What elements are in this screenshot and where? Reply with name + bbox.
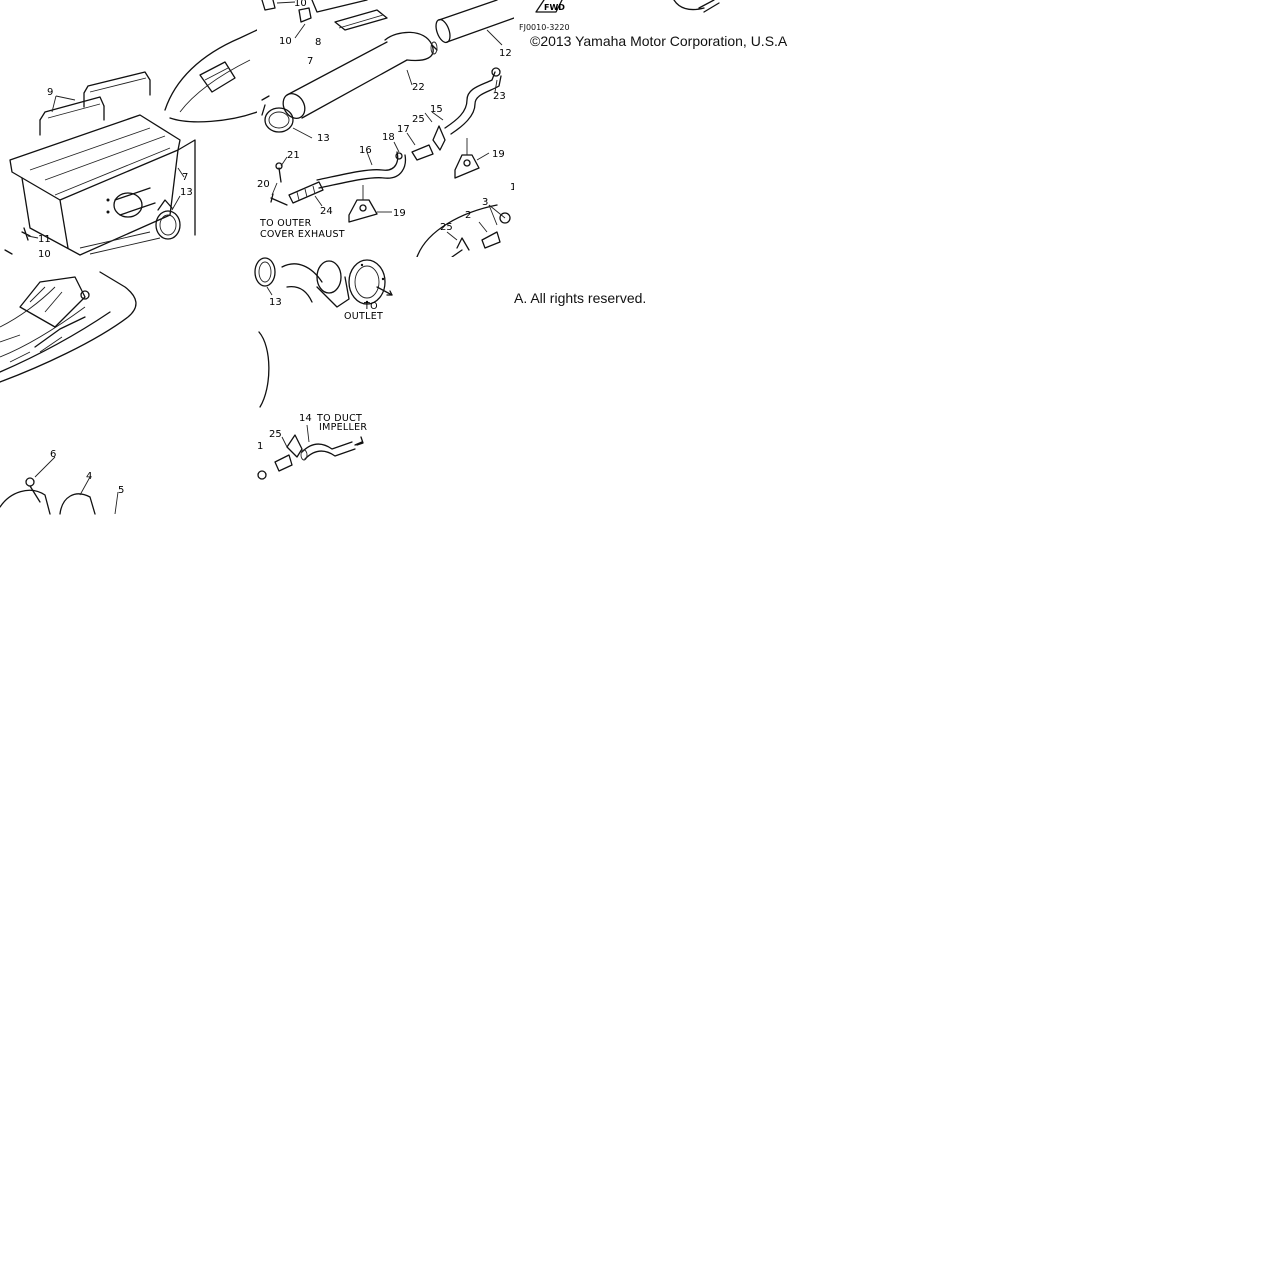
callout-8: 8	[315, 37, 321, 48]
tile-outlet-duct: 13 TO OUTLET 14 TO DUCT IMPELLER 25 1	[254, 257, 514, 514]
callout-20: 20	[257, 179, 270, 190]
callout-17: 17	[397, 124, 410, 135]
caption-outlet-1: TO	[363, 301, 378, 312]
callout-22: 22	[412, 82, 425, 93]
tile-copyright: A. All rights reserved.	[514, 257, 771, 514]
callout-19: 19	[492, 149, 505, 160]
callout-13b: 13	[317, 133, 330, 144]
callout-14: 14	[299, 413, 312, 424]
caption-outlet-2: OUTLET	[344, 311, 383, 322]
callout-7b: 7	[307, 56, 313, 67]
callout-1: 1	[510, 182, 516, 193]
tile-exhaust-pipes: 10 10 8 7 12 22 23 15 25 17 18 13 16 19 …	[257, 0, 516, 258]
callout-4: 4	[86, 471, 92, 482]
caption-outer-exhaust-1: TO OUTER	[259, 218, 312, 229]
callout-18: 18	[382, 132, 395, 143]
callout-16: 16	[359, 145, 372, 156]
callout-6: 6	[50, 449, 56, 460]
callout-5: 5	[118, 485, 124, 496]
callout-1b: 1	[257, 441, 263, 452]
callout-25: 25	[412, 114, 425, 125]
callout-15: 15	[430, 104, 443, 115]
callout-3: 3	[482, 197, 488, 208]
callout-24: 24	[320, 206, 333, 217]
callout-7: 7	[182, 172, 188, 183]
tile-hull: 6 4 5	[0, 257, 257, 515]
callout-13c: 13	[269, 297, 282, 308]
callout-25b: 25	[440, 222, 453, 233]
callout-10b: 10	[279, 36, 292, 47]
callout-19b: 19	[393, 208, 406, 219]
callout-11: 11	[38, 234, 51, 245]
callout-10a: 10	[294, 0, 307, 9]
callout-12: 12	[499, 48, 512, 59]
tile-muffler-box: 9 13 7 11 10	[0, 0, 258, 260]
callout-9: 9	[47, 87, 53, 98]
copyright-line-1: ©2013 Yamaha Motor Corporation, U.S.A	[530, 33, 788, 49]
callout-2: 2	[465, 210, 471, 221]
copyright-line-2: A. All rights reserved.	[514, 290, 647, 306]
callout-21: 21	[287, 150, 300, 161]
callout-13: 13	[180, 187, 193, 198]
caption-outer-exhaust-2: COVER EXHAUST	[260, 229, 345, 240]
caption-duct-2: IMPELLER	[319, 422, 367, 433]
tile-fwd-area: FWD FJ0010-3220 ©2013 Yamaha Motor Corpo…	[514, 0, 788, 257]
callout-23: 23	[493, 91, 506, 102]
callout-25c: 25	[269, 429, 282, 440]
callout-10: 10	[38, 249, 51, 260]
figure-code: FJ0010-3220	[519, 23, 570, 32]
caption-duct-1: TO DUCT	[316, 413, 362, 424]
fwd-mark: FWD	[544, 3, 565, 12]
